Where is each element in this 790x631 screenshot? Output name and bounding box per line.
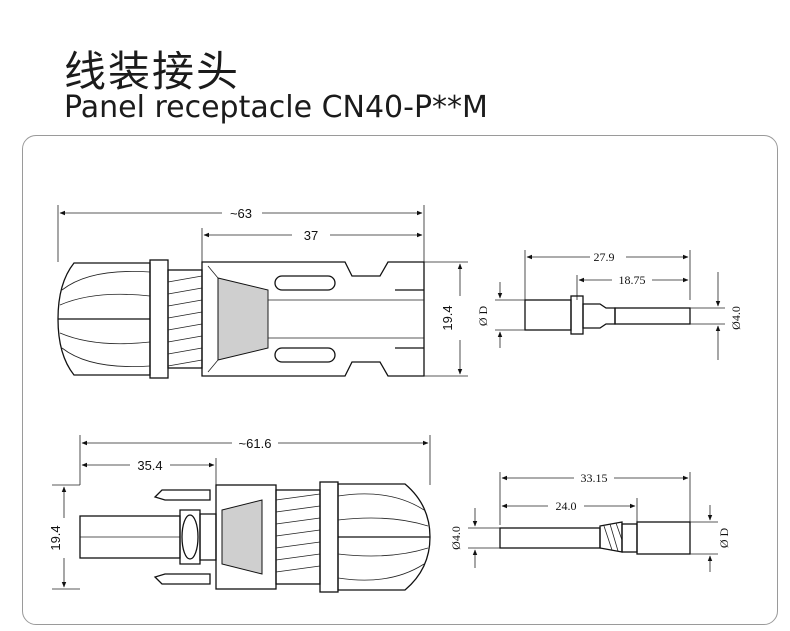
dim-height-bottom: 19.4 [48,525,63,550]
dim-overall-top: ~63 [230,206,252,221]
dim-partial-top: 37 [304,228,318,243]
dim-contact-diameter-left: Ø4.0 [449,526,463,550]
bottom-right-contact-drawing: 33.15 24.0 Ø4.0 Ø D [449,471,731,572]
top-left-connector-drawing: ~63 37 19.4 [57,205,468,379]
dim-pin-diameter-right: Ø4.0 [729,306,743,330]
drawing-frame [22,135,778,625]
page-title-english: Panel receptacle CN40-P**M [64,90,488,125]
dim-pin-partial: 18.75 [619,273,646,287]
dim-overall-bottom: ~61.6 [239,436,272,451]
dim-contact-partial: 24.0 [556,499,577,513]
bottom-left-connector-drawing: ~61.6 35.4 19.4 [48,435,431,593]
top-right-pin-drawing: 27.9 18.75 Ø D Ø4.0 [476,250,743,360]
dim-partial-bottom: 35.4 [137,458,162,473]
dim-contact-overall: 33.15 [581,471,608,485]
dim-contact-diameter-right: Ø D [717,528,731,549]
dim-pin-overall: 27.9 [594,250,615,264]
page-title-chinese: 线装接头 [64,47,241,96]
dim-height-top: 19.4 [440,305,455,330]
dim-pin-diameter-left: Ø D [476,306,490,327]
